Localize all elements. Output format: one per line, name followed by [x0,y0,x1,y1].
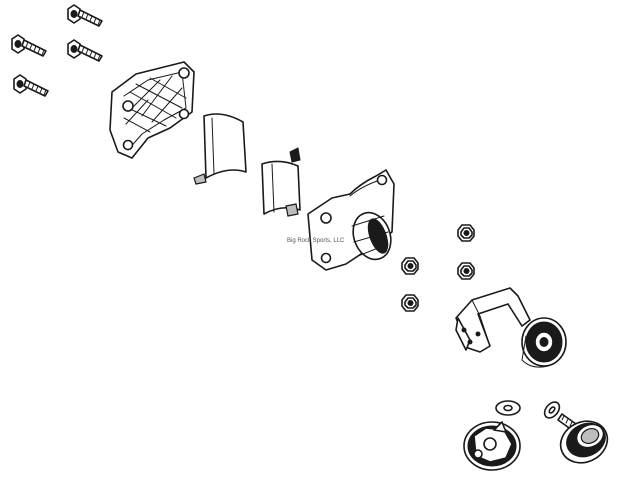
knob-nut [463,421,521,471]
washer-2 [543,401,561,419]
cap-screw-3 [67,39,103,62]
cap-screw-4 [13,74,49,97]
spacer-shim-lower [261,147,301,217]
cap-screw-1 [67,4,103,27]
spacer-shim-upper [193,113,247,185]
lower-clamp [307,169,395,271]
washer-1 [495,400,521,416]
mount-bracket [455,287,567,368]
lock-nut-4 [401,294,419,312]
lock-nut-1 [457,224,475,242]
lock-nut-2 [401,257,419,275]
upper-clamp [109,61,195,159]
watermark-text: Big Rock Sports, LLC [287,238,345,244]
cap-screw-2 [11,34,47,57]
lock-nut-3 [457,262,475,280]
knob-bolt [557,413,609,464]
